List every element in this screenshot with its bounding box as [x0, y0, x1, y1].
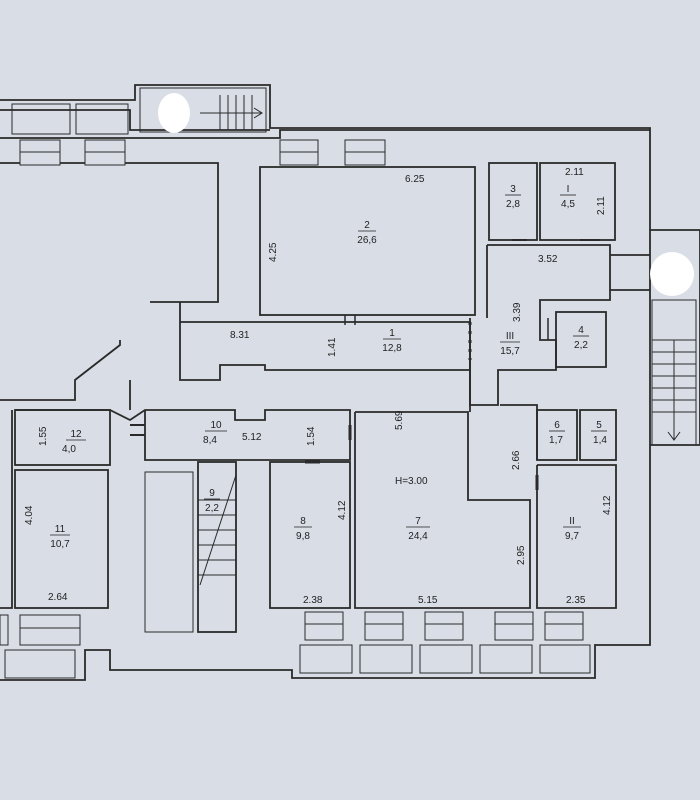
room-number: 6 [554, 420, 560, 431]
room-area: 2,8 [506, 199, 520, 210]
room-label-5: 5 1,4 [591, 420, 607, 446]
room-4-outline [555, 311, 607, 368]
room-label-4: 4 2,2 [573, 325, 589, 351]
room-10-outline [15, 409, 351, 461]
top-windows [11, 103, 386, 166]
redaction-blob [158, 93, 190, 133]
dim-4-12-room8: 4.12 [337, 500, 348, 520]
room-number: 11 [55, 524, 66, 535]
room-number: 3 [510, 184, 516, 195]
room-area: 2,2 [574, 340, 588, 351]
room-number: III [506, 331, 514, 342]
room-area: 1,7 [549, 435, 563, 446]
redaction-blob-right [650, 252, 694, 296]
room-number: 4 [578, 325, 584, 336]
room-9-outline [197, 461, 237, 633]
room-label-6: 6 1,7 [549, 420, 565, 446]
room-2-outline [259, 166, 476, 316]
bottom-windows [0, 611, 591, 679]
room-label-I: I 4,5 [560, 184, 576, 210]
dim-5-69: 5.69 [394, 410, 405, 430]
room-II-outline [536, 464, 617, 609]
room-area: 9,8 [296, 531, 310, 542]
room-area: 12,8 [382, 343, 402, 354]
dim-3-39: 3.39 [512, 302, 523, 322]
room-label-12: 12 4,0 [62, 429, 86, 455]
dim-2-66: 2.66 [511, 450, 522, 470]
room-label-7: 7 24,4 [406, 516, 430, 542]
room-I-outline [539, 162, 616, 241]
dim-2-64: 2.64 [48, 592, 68, 603]
dim-2-38: 2.38 [303, 595, 323, 606]
room-number: 2 [364, 220, 370, 231]
dim-4-12-roomII: 4.12 [602, 495, 613, 515]
room-12-outline [14, 409, 111, 466]
room-label-2: 2 26,6 [357, 220, 377, 246]
dim-1-41: 1.41 [327, 337, 338, 357]
room-5-outline [579, 409, 617, 461]
room-label-9: 9 2,2 [204, 488, 220, 514]
right-stair [650, 252, 697, 446]
room-label-II: II 9,7 [563, 516, 581, 542]
dim-2-11-top: 2.11 [565, 167, 584, 178]
room-area: 1,4 [593, 435, 607, 446]
dim-3-52: 3.52 [538, 254, 558, 265]
room-area: 26,6 [357, 235, 377, 246]
room-11-outline [14, 469, 109, 609]
dim-4-04: 4.04 [24, 505, 35, 525]
room-number: I [567, 184, 570, 195]
dim-5-15: 5.15 [418, 595, 438, 606]
room-area: 4,5 [561, 199, 575, 210]
room-area: 9,7 [565, 531, 579, 542]
dim-2-95: 2.95 [516, 545, 527, 565]
room-number: 9 [209, 488, 215, 499]
room-label-8: 8 9,8 [294, 516, 312, 542]
dimension-labels: 6.25 4.25 2.11 2.11 3.52 3.39 8.31 1.41 … [24, 167, 613, 606]
room-number: 8 [300, 516, 306, 527]
dim-2-35: 2.35 [566, 595, 586, 606]
room-area: 4,0 [62, 444, 76, 455]
room-number: 1 [389, 328, 395, 339]
room-area: 24,4 [408, 531, 428, 542]
room-area: 10,7 [50, 539, 70, 550]
dim-8-31: 8.31 [230, 330, 250, 341]
dim-4-25: 4.25 [268, 242, 279, 262]
room-number: II [569, 516, 575, 527]
room-number: 12 [70, 429, 82, 440]
dim-1-54: 1.54 [306, 426, 317, 446]
dim-1-55: 1.55 [38, 426, 49, 446]
ceiling-height-label: H=3.00 [395, 476, 428, 487]
partition-ticks [344, 315, 549, 378]
dim-5-12: 5.12 [242, 432, 262, 443]
dim-6-25: 6.25 [405, 174, 425, 185]
room-1-outline [179, 321, 471, 381]
top-stair [139, 87, 267, 133]
room-number: 5 [596, 420, 602, 431]
door-markers [130, 239, 600, 490]
room-label-3: 3 2,8 [505, 184, 521, 210]
room-label-III: III 15,7 [500, 331, 520, 357]
outer-walls [0, 84, 700, 681]
room-label-10: 10 8,4 [203, 420, 227, 446]
lift-shaft [144, 471, 194, 633]
room-7-outline [354, 411, 531, 609]
dim-2-11-side: 2.11 [596, 196, 607, 215]
room-number: 7 [415, 516, 421, 527]
room-label-1: 1 12,8 [382, 328, 402, 354]
room-number: 10 [210, 420, 222, 431]
room-area: 15,7 [500, 346, 520, 357]
room-label-11: 11 10,7 [50, 524, 70, 550]
room-area: 2,2 [205, 503, 219, 514]
room-area: 8,4 [203, 435, 217, 446]
